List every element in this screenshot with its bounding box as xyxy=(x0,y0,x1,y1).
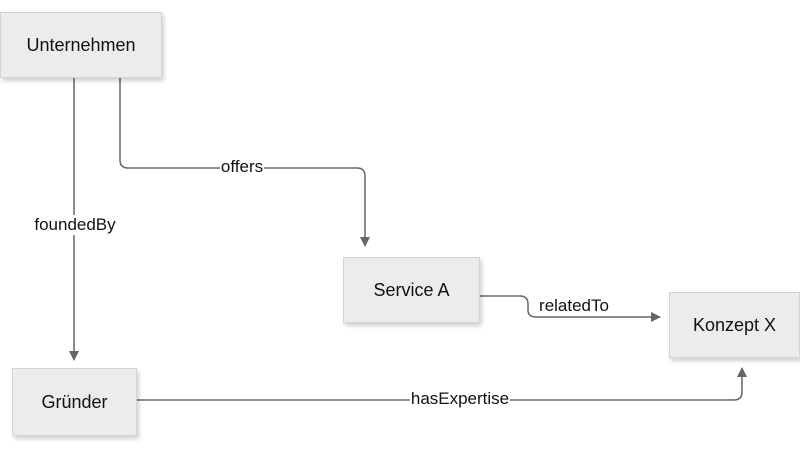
edge-label-hasexpertise: hasExpertise xyxy=(409,389,511,409)
edge-relatedto-line xyxy=(480,295,661,322)
node-service-a[interactable]: Service A xyxy=(343,257,480,323)
edge-hasexpertise-line xyxy=(137,367,747,401)
edge-label-offers: offers xyxy=(219,157,265,177)
node-konzept-x[interactable]: Konzept X xyxy=(669,292,800,358)
edge-label-foundedby: foundedBy xyxy=(33,215,117,235)
node-unternehmen[interactable]: Unternehmen xyxy=(0,12,162,78)
edge-label-relatedto: relatedTo xyxy=(538,296,610,316)
node-gruender[interactable]: Gründer xyxy=(12,368,137,436)
